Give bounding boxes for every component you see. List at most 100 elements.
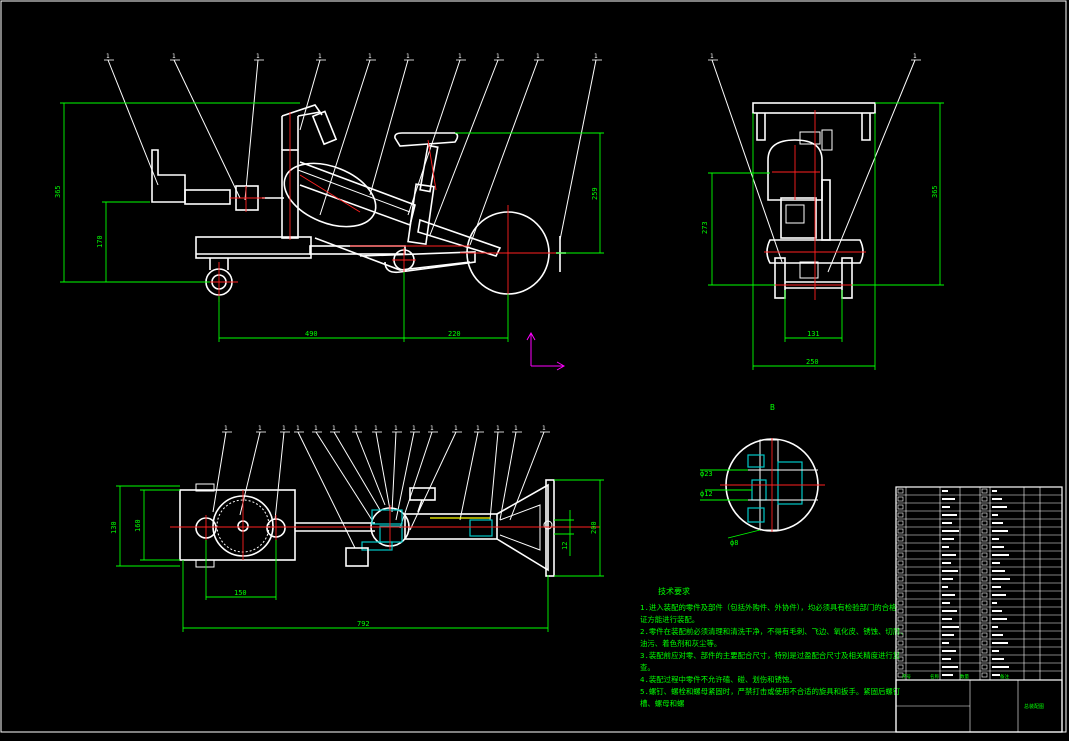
bom-cell — [897, 544, 904, 550]
note-line: 油污、着色剂和灰尘等。 — [640, 639, 721, 648]
bom-cell — [897, 664, 904, 670]
bom-cell — [897, 624, 904, 630]
dim-side-height-left: 273 — [701, 221, 709, 234]
note-line: 槽、螺母和螺 — [640, 699, 685, 708]
side-balloon: 1 — [710, 53, 714, 60]
detail-label: B — [770, 403, 775, 412]
bom-cell — [897, 528, 904, 534]
top-balloon: 1 — [496, 425, 500, 432]
side-balloon: 1 — [913, 53, 917, 60]
dim-front-height-total: 365 — [54, 185, 62, 198]
top-balloon: 1 — [454, 425, 458, 432]
notes-title: 技术要求 — [658, 586, 690, 596]
bom-cell — [981, 536, 988, 542]
bom-cell — [897, 600, 904, 606]
bom-cell — [897, 672, 904, 678]
drawing-name: 总装配图 — [1024, 703, 1044, 710]
top-balloon: 1 — [354, 425, 358, 432]
note-line: 3.装配前应对零、部件的主要配合尺寸，特别是过盈配合尺寸及相关精度进行复 — [640, 651, 901, 660]
bom-cell — [981, 528, 988, 534]
bom-cell — [897, 504, 904, 510]
top-balloon: 1 — [430, 425, 434, 432]
bom-cell — [981, 520, 988, 526]
front-balloon: 1 — [496, 53, 500, 60]
ucs-icon — [526, 331, 566, 371]
bom-cell — [897, 496, 904, 502]
bom-cell — [897, 568, 904, 574]
bom-header-name: 名称 — [930, 673, 939, 680]
bom-header-remark: 备注 — [1000, 673, 1009, 680]
bom-cell — [981, 544, 988, 550]
bom-cell — [897, 520, 904, 526]
dim-top-len-150: 150 — [234, 589, 247, 597]
bill-of-materials: 序号 名称 数量 备注 总装配图 — [895, 486, 1063, 733]
front-balloon: 1 — [318, 53, 322, 60]
bom-cell — [897, 488, 904, 494]
bom-cell — [981, 568, 988, 574]
bom-cell — [981, 616, 988, 622]
bom-cell — [981, 664, 988, 670]
dim-front-height-mid: 170 — [96, 235, 104, 248]
note-line: 4.装配过程中零件不允许磕、碰、划伤和锈蚀。 — [640, 675, 797, 684]
top-balloon: 1 — [542, 425, 546, 432]
bom-header-qty: 数量 — [960, 673, 969, 680]
dim-top-right-h: 200 — [590, 521, 598, 534]
top-balloon: 1 — [282, 425, 286, 432]
top-balloon: 1 — [332, 425, 336, 432]
bom-cell — [981, 600, 988, 606]
bom-cell — [981, 656, 988, 662]
note-line: 1.进入装配的零件及部件（包括外购件、外协件），均必须具有检验部门的合格 — [640, 603, 897, 612]
dim-top-right-small: 12 — [561, 542, 569, 550]
note-line: 5.螺钉、螺栓和螺母紧固时，严禁打击或使用不合适的旋具和扳手。紧固后螺钉 — [640, 687, 901, 696]
bom-cell — [981, 576, 988, 582]
bom-cell — [981, 592, 988, 598]
bom-cell — [897, 584, 904, 590]
note-line: 2.零件在装配前必须清理和清洗干净，不得有毛刺、飞边、氧化皮、锈蚀、切屑、 — [640, 627, 908, 636]
bom-cell — [897, 632, 904, 638]
note-line: 证方能进行装配。 — [640, 615, 699, 624]
bom-cell — [981, 608, 988, 614]
dim-top-width-box2: 160 — [134, 519, 142, 532]
front-balloon: 1 — [256, 53, 260, 60]
bom-cell — [981, 512, 988, 518]
detail-dim-d1: ф23 — [700, 470, 713, 478]
bom-cell — [981, 584, 988, 590]
bom-cell — [981, 488, 988, 494]
bom-cell — [897, 592, 904, 598]
detail-b: B ф23 ф12 ф8 — [700, 403, 825, 547]
bom-cell — [897, 576, 904, 582]
bom-cell — [897, 648, 904, 654]
top-balloon: 1 — [296, 425, 300, 432]
dim-front-height-right: 259 — [591, 187, 599, 200]
bom-cell — [981, 672, 988, 678]
front-balloon: 1 — [406, 53, 410, 60]
bom-cell — [897, 640, 904, 646]
bom-cell — [981, 552, 988, 558]
front-balloon: 1 — [172, 53, 176, 60]
bom-cell — [897, 608, 904, 614]
bom-cell — [897, 552, 904, 558]
dim-side-width-inner: 131 — [807, 330, 820, 338]
top-balloon: 1 — [224, 425, 228, 432]
dim-top-width-box: 130 — [110, 521, 118, 534]
bom-cell — [897, 616, 904, 622]
dim-side-width-outer: 250 — [806, 358, 819, 366]
front-balloon: 1 — [368, 53, 372, 60]
bom-cell — [981, 560, 988, 566]
detail-dim-d2: ф12 — [700, 490, 713, 498]
bom-cell — [897, 656, 904, 662]
front-balloon: 1 — [106, 53, 110, 60]
bom-cell — [897, 512, 904, 518]
top-balloon: 1 — [412, 425, 416, 432]
front-balloon: 1 — [536, 53, 540, 60]
top-balloon: 1 — [514, 425, 518, 432]
detail-dim-d3: ф8 — [730, 539, 738, 547]
bom-cell — [981, 648, 988, 654]
top-balloon: 1 — [394, 425, 398, 432]
top-balloon: 1 — [476, 425, 480, 432]
bom-cell — [981, 640, 988, 646]
